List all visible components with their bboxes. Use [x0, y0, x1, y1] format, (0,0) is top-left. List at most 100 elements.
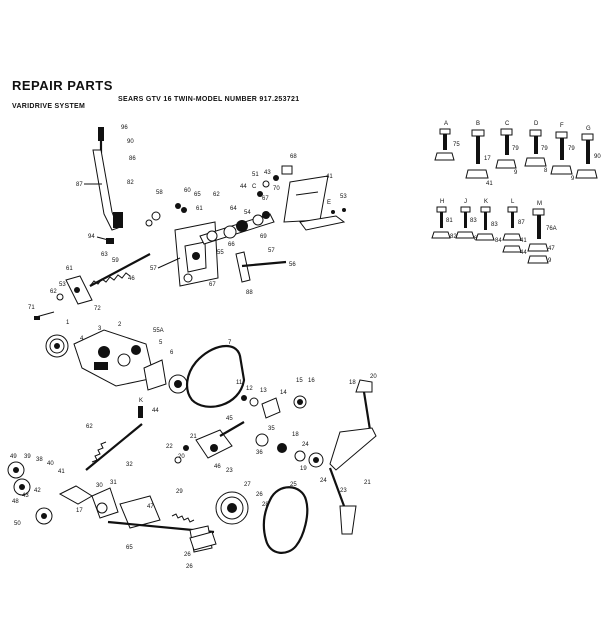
- part-callout: 64: [230, 206, 237, 212]
- part-callout: 45: [226, 416, 233, 422]
- part-callout: 82: [127, 180, 134, 186]
- bolt-g: G 90: [575, 126, 601, 179]
- part-callout: 65: [194, 192, 201, 198]
- tensioner-arm: [91, 487, 119, 519]
- part-callout: 24: [320, 478, 327, 484]
- callout-9-m: 9: [548, 258, 552, 264]
- part-callout: 7: [228, 340, 232, 346]
- bolt-f: F 79 9: [550, 123, 575, 182]
- part-callout: 59: [112, 258, 119, 264]
- callout-82: 82: [450, 234, 457, 240]
- callout-83: 83: [470, 218, 477, 224]
- part-callout: 57: [150, 266, 157, 272]
- part-callout: 62: [86, 424, 93, 430]
- part-callout: 87: [76, 182, 83, 188]
- tension-rod: [85, 423, 143, 471]
- callout-m: M: [537, 201, 542, 207]
- part-callout: 41: [58, 469, 65, 475]
- part-callout: 68: [290, 154, 297, 160]
- part-callout: 14: [280, 390, 287, 396]
- page-number: 65: [126, 545, 133, 551]
- bolt-k: K 83 84: [475, 199, 502, 244]
- part-callout: 20: [178, 454, 185, 460]
- part-callout: 18: [349, 380, 356, 386]
- part-callout: 63: [101, 252, 108, 258]
- part-callout: 46: [128, 276, 135, 282]
- callout-8-d: 8: [544, 168, 548, 174]
- part-callout: 53: [59, 282, 66, 288]
- part-callout: C: [252, 184, 257, 190]
- part-callout: 26: [256, 492, 263, 498]
- part-callout: 56: [289, 262, 296, 268]
- part-callout: 18: [292, 432, 299, 438]
- part-callout: 29: [176, 489, 183, 495]
- part-callout: 44: [240, 184, 247, 190]
- part-callout: 66: [228, 242, 235, 248]
- part-callout: 2: [118, 322, 122, 328]
- part-callout: 20: [370, 374, 377, 380]
- part-callout: 11: [236, 380, 243, 386]
- part-callout: 96: [121, 125, 128, 131]
- link-rod: [241, 260, 287, 268]
- drive-belt: [186, 344, 246, 408]
- part-callout: 24: [302, 442, 309, 448]
- part-callout: 48: [12, 499, 19, 505]
- part-callout: 21: [190, 434, 197, 440]
- callout-f: F: [560, 123, 564, 129]
- clutch-pedal-arm: [329, 427, 377, 471]
- bolt-c: C 79 9: [495, 121, 519, 176]
- lower-assembly: 62 49 39 38 40 41 48 43 42 50 30 31 32 1…: [7, 374, 377, 570]
- part-callout: E: [327, 200, 331, 206]
- callout-9-c: 9: [514, 170, 518, 176]
- part-callout: 32: [126, 462, 133, 468]
- part-callout: 67: [262, 196, 269, 202]
- page-title: REPAIR PARTS: [12, 78, 113, 93]
- part-callout: 25: [290, 482, 297, 488]
- part-callout: 42: [34, 488, 41, 494]
- part-callout: 17: [76, 508, 83, 514]
- part-callout: 22: [166, 444, 173, 450]
- callout-90: 90: [594, 154, 601, 160]
- part-callout: 44: [152, 408, 159, 414]
- ground-drive-belt: [262, 486, 309, 554]
- callout-j: J: [464, 199, 467, 205]
- callout-81: 81: [446, 218, 453, 224]
- part-callout: 13: [260, 388, 267, 394]
- callout-c: C: [505, 121, 510, 127]
- middle-assembly: 1 2 3 4 55A 5 6 7 11 12 13 14 15 16 K: [45, 320, 315, 419]
- part-callout: 38: [36, 457, 43, 463]
- model-number-line: SEARS GTV 16 TWIN-MODEL NUMBER 917.25372…: [118, 96, 300, 103]
- part-callout: 43: [264, 170, 271, 176]
- part-callout: 3: [98, 326, 102, 332]
- part-callout: 31: [110, 480, 117, 486]
- part-callout: 60: [184, 188, 191, 194]
- part-callout: 19: [300, 466, 307, 472]
- callout-87: 87: [518, 220, 525, 226]
- callout-9-f: 9: [571, 176, 575, 182]
- part-callout: 67: [209, 282, 216, 288]
- part-callout: 16: [308, 378, 315, 384]
- callout-a: A: [444, 121, 448, 127]
- part-callout: 53: [340, 194, 347, 200]
- callout-h: H: [440, 199, 444, 205]
- part-callout: 26: [186, 564, 193, 570]
- bolt-m: M 76A 47 9: [527, 201, 557, 264]
- callout-17: 17: [484, 156, 491, 162]
- part-callout: 51: [252, 172, 259, 178]
- callout-83-k: 83: [491, 222, 498, 228]
- part-callout: 62: [213, 192, 220, 198]
- part-callout: 5: [159, 340, 163, 346]
- part-callout: 70: [273, 186, 280, 192]
- callout-41: 41: [486, 181, 493, 187]
- part-callout: 72: [94, 306, 101, 312]
- part-callout: 61: [66, 266, 73, 272]
- part-callout: 71: [28, 305, 35, 311]
- part-callout: 57: [268, 248, 275, 254]
- hardware-legend: A 75 B 17 41 C 79 9 D 79: [431, 121, 601, 264]
- callout-k: K: [484, 199, 488, 205]
- callout-g: G: [586, 126, 591, 132]
- part-callout: 28: [262, 502, 269, 508]
- part-callout: 6: [170, 350, 174, 356]
- part-callout: 1: [66, 320, 70, 326]
- upper-assembly: 96 90 86 82 87 58 60 65 61 94 63 46 59 5…: [28, 125, 347, 320]
